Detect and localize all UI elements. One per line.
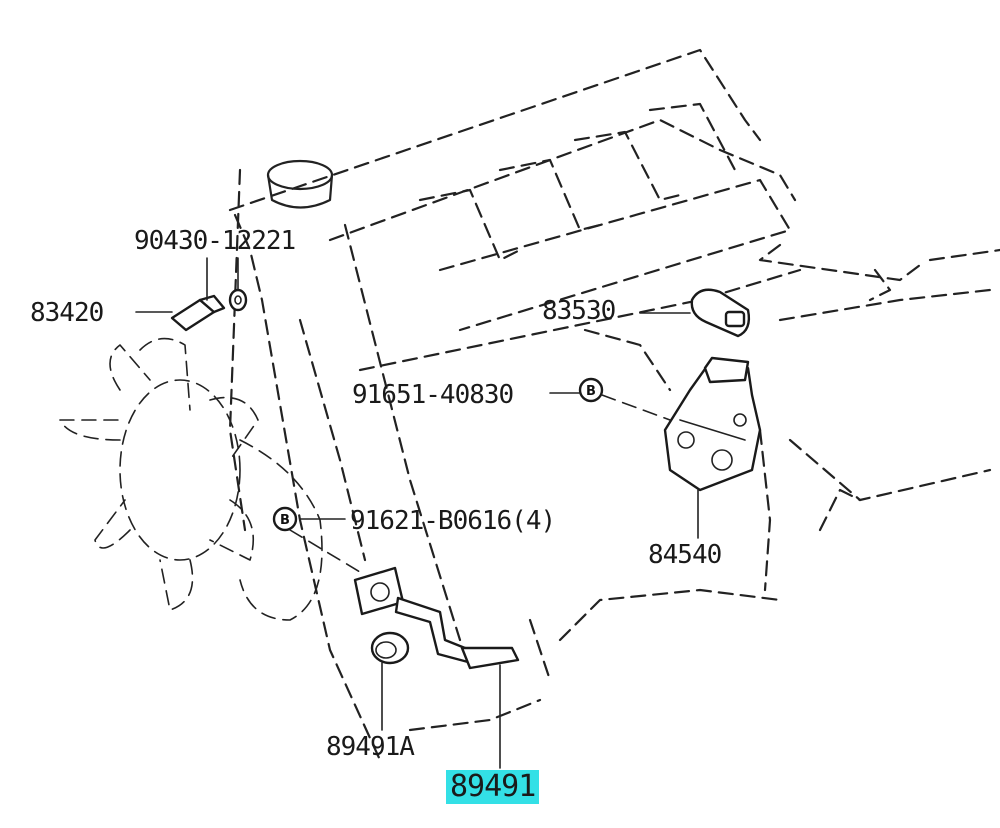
bolt-marker-91621-letter: B — [280, 513, 290, 528]
label-91621-b0616: 91621-B0616(4) — [350, 506, 556, 536]
part-83530-switch — [690, 288, 751, 338]
label-84540: 84540 — [648, 540, 722, 570]
label-83530: 83530 — [542, 296, 616, 326]
oil-filler-cap — [266, 159, 334, 209]
bolt-marker-91651: B — [578, 377, 604, 403]
part-84540-switch-assembly — [663, 356, 762, 492]
part-90430-washer — [228, 288, 248, 312]
label-91651-40830: 91651-40830 — [352, 380, 514, 410]
cooling-fan — [59, 337, 323, 621]
label-89491a: 89491A — [326, 732, 415, 762]
part-83420-sensor — [170, 294, 226, 332]
part-89491-sensor — [353, 566, 520, 670]
label-83420: 83420 — [30, 298, 104, 328]
bolt-marker-91621: B — [272, 506, 298, 532]
leader-lines — [135, 257, 699, 769]
bolt-marker-91651-letter: B — [586, 384, 596, 399]
label-90430-12221: 90430-12221 — [134, 226, 296, 256]
part-89491a-o-ring — [370, 631, 410, 665]
label-89491-highlighted: 89491 — [446, 770, 540, 804]
engine-block-outline — [228, 48, 1000, 762]
